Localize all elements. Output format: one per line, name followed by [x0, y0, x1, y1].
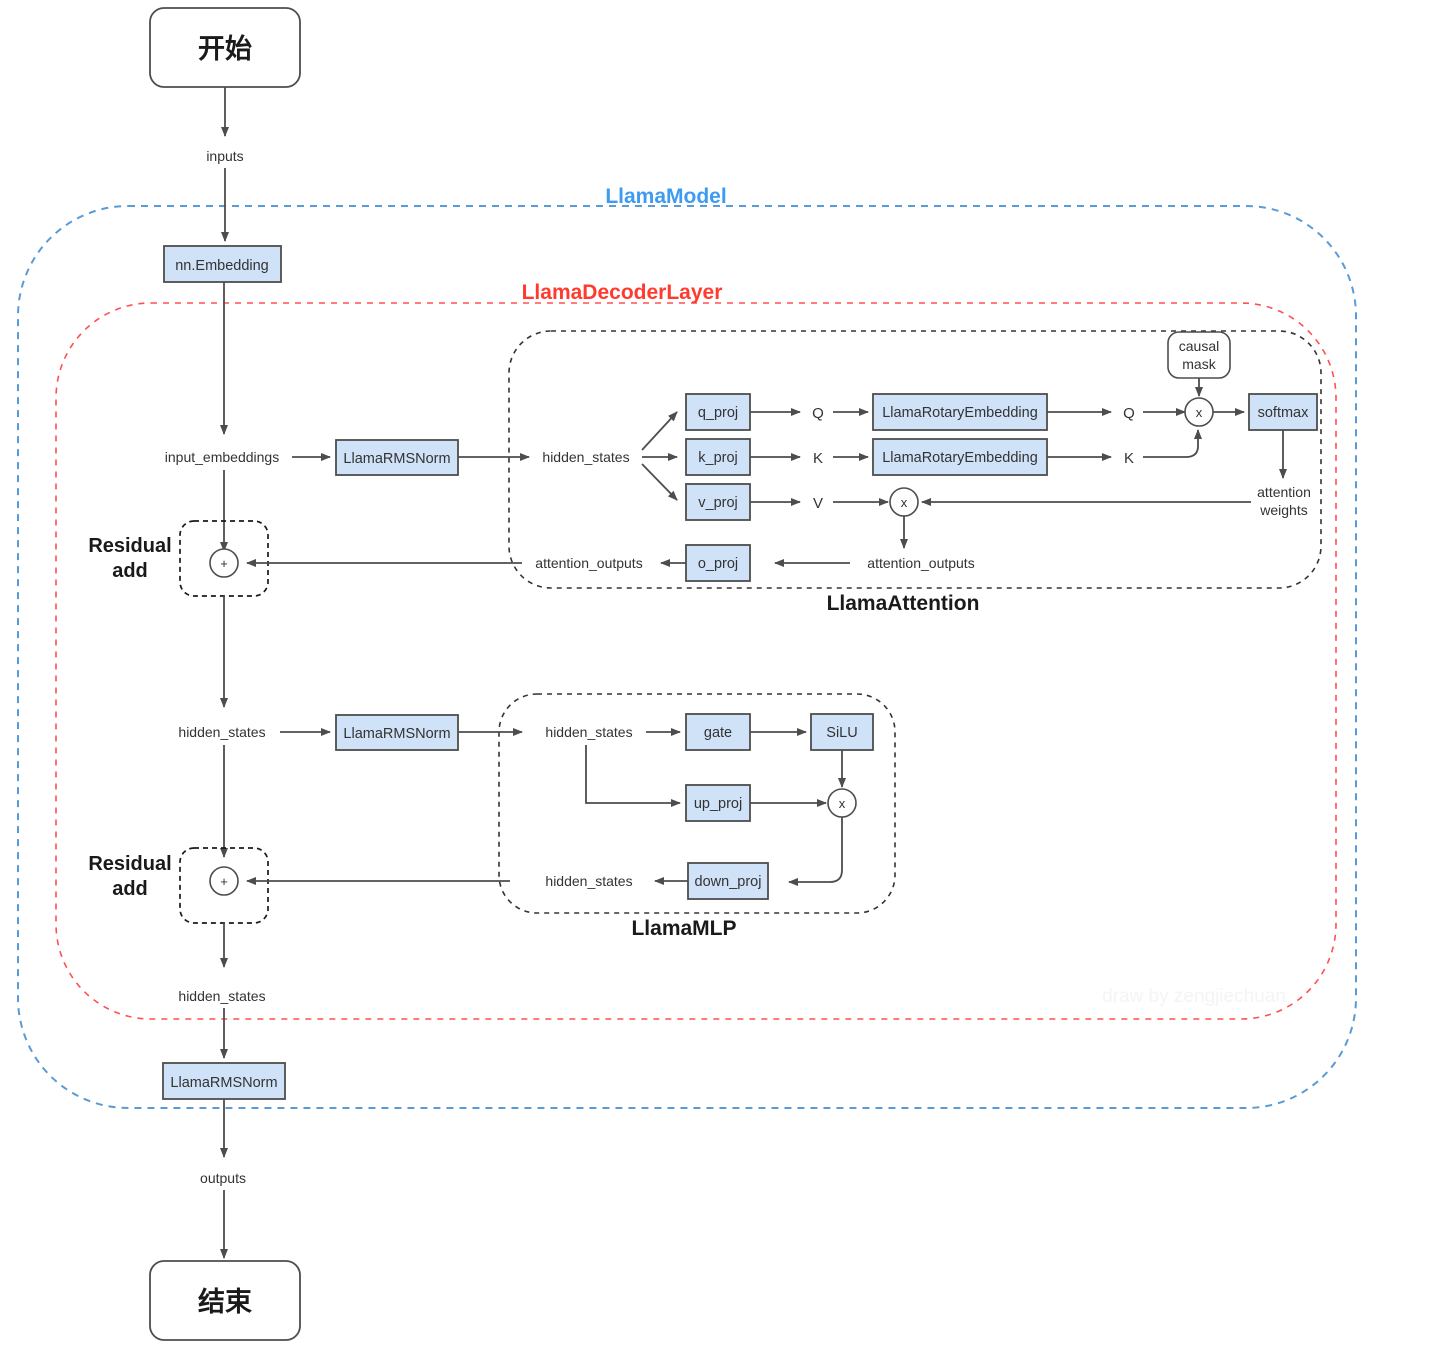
- node-v-proj: [685, 483, 751, 521]
- node-rotary-embedding-q: [872, 393, 1048, 431]
- container-llama-decoder-layer: [55, 302, 1337, 1020]
- residual-add-2-label-line1: Residual: [88, 853, 171, 875]
- node-v-proj-label: v_proj: [698, 495, 738, 511]
- node-up-proj-label: up_proj: [694, 796, 742, 812]
- mlp-hidden-states-in-label: hidden_states: [545, 724, 632, 740]
- residual-add-2-plus: +: [220, 874, 228, 889]
- node-rmsnorm-final-label: LlamaRMSNorm: [170, 1075, 277, 1091]
- label-attention-weights-line1: attention: [1257, 484, 1311, 500]
- container-llama-model: [17, 205, 1357, 1109]
- edge-label-input-embeddings: input_embeddings: [165, 449, 279, 465]
- node-q-proj-label: q_proj: [698, 405, 738, 421]
- node-softmax-label: softmax: [1258, 405, 1310, 421]
- watermark-text: draw by zengjiechuan: [1102, 986, 1286, 1007]
- label-Q2: Q: [1123, 405, 1135, 422]
- label-attention-outputs-outer: attention_outputs: [535, 555, 642, 571]
- node-gate: [685, 713, 751, 751]
- residual-add-2-circle: [209, 866, 239, 896]
- edge-label-hidden-states-mid: hidden_states: [178, 724, 265, 740]
- node-q-proj: [685, 393, 751, 431]
- residual-add-1-label-line2: add: [112, 560, 148, 582]
- node-softmax: [1248, 393, 1318, 431]
- node-k-proj-label: k_proj: [698, 450, 738, 466]
- edge-hidden-to-q-proj: [641, 411, 678, 451]
- node-nn-embedding-label: nn.Embedding: [175, 258, 269, 274]
- node-causal-mask-label-line1: causal: [1179, 338, 1219, 354]
- terminal-start-label: 开始: [198, 33, 252, 64]
- edge-mlp-mul-to-down-proj: [788, 817, 843, 886]
- label-attention-weights-line2: weights: [1259, 502, 1307, 518]
- residual-add-1-label-line1: Residual: [88, 535, 171, 557]
- node-rmsnorm-2: [335, 714, 459, 751]
- node-gate-label: gate: [704, 725, 732, 741]
- edge-label-outputs: outputs: [200, 1170, 246, 1186]
- container-llama-model-label: LlamaModel: [605, 185, 726, 208]
- node-k-proj: [685, 438, 751, 476]
- label-K2: K: [1124, 450, 1134, 467]
- label-Q: Q: [812, 405, 824, 422]
- av-matmul-glyph: x: [901, 495, 908, 510]
- label-K: K: [813, 450, 823, 467]
- residual-add-1-plus: +: [220, 556, 228, 571]
- node-up-proj: [685, 784, 751, 822]
- node-rotary-embedding-q-label: LlamaRotaryEmbedding: [882, 405, 1038, 421]
- terminal-end: [149, 1260, 301, 1341]
- container-llama-mlp: [498, 693, 896, 914]
- residual-add-2-label-line2: add: [112, 878, 148, 900]
- node-nn-embedding: [163, 245, 282, 283]
- edge-mlp-hidden-to-up-proj: [585, 745, 681, 807]
- node-silu-label: SiLU: [826, 725, 857, 741]
- container-llama-decoder-layer-label: LlamaDecoderLayer: [522, 281, 723, 304]
- mlp-mul-glyph: x: [839, 796, 846, 811]
- node-rmsnorm-1-label: LlamaRMSNorm: [343, 451, 450, 467]
- qk-matmul-glyph: x: [1196, 405, 1203, 420]
- node-rmsnorm-2-label: LlamaRMSNorm: [343, 726, 450, 742]
- container-llama-attention-label: LlamaAttention: [827, 592, 980, 615]
- terminal-end-label: 结束: [198, 1287, 252, 1317]
- attention-hidden-states-label: hidden_states: [542, 449, 629, 465]
- node-rotary-embedding-k-label: LlamaRotaryEmbedding: [882, 450, 1038, 466]
- edge-hidden-to-v-proj: [641, 463, 678, 501]
- edge-label-inputs: inputs: [206, 148, 243, 164]
- edge-label-hidden-states-bottom: hidden_states: [178, 988, 265, 1004]
- node-rmsnorm-1: [335, 439, 459, 476]
- residual-add-1-circle: [209, 548, 239, 578]
- node-o-proj-label: o_proj: [698, 556, 738, 572]
- container-llama-mlp-label: LlamaMLP: [631, 917, 736, 940]
- container-llama-attention: [508, 330, 1322, 589]
- edge-K2-to-qk-matmul: [1143, 429, 1202, 458]
- node-down-proj-label: down_proj: [695, 874, 762, 890]
- node-causal-mask-label-line2: mask: [1182, 356, 1216, 372]
- mlp-hidden-states-out-label: hidden_states: [545, 873, 632, 889]
- label-V: V: [813, 495, 823, 512]
- label-attention-outputs-inner: attention_outputs: [867, 555, 974, 571]
